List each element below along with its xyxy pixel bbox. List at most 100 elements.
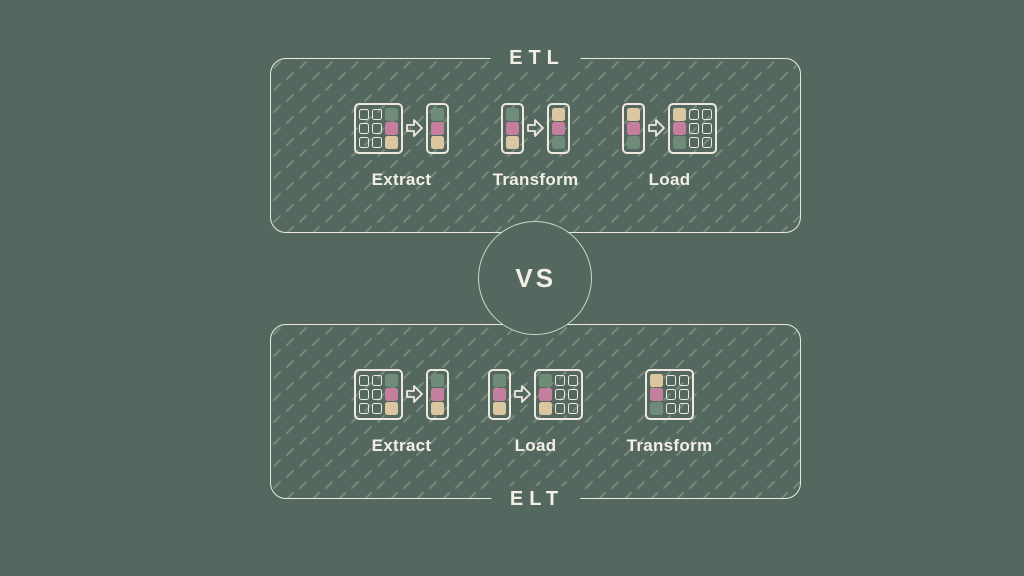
empty-cell	[372, 122, 382, 134]
data-cell-green	[673, 135, 686, 149]
elt-panel-title: ELT	[490, 486, 581, 512]
empty-cell	[568, 402, 578, 414]
data-cell-pink	[493, 387, 506, 401]
table-icon	[534, 368, 583, 420]
filled-cells	[506, 107, 519, 149]
empty-cell	[679, 402, 689, 414]
data-cell-tan	[385, 401, 398, 415]
data-cell-tan	[385, 135, 398, 149]
data-cell-tan	[431, 135, 444, 149]
empty-cell	[555, 402, 565, 414]
column-icon	[547, 102, 570, 154]
table-icon	[354, 368, 403, 420]
empty-cell	[568, 374, 578, 386]
data-cell-green	[431, 373, 444, 387]
data-cell-green	[506, 107, 519, 121]
table-icon	[668, 102, 717, 154]
data-cell-pink	[431, 387, 444, 401]
stage-label: Extract	[371, 436, 432, 455]
etl-panel-title: ETL	[490, 45, 581, 71]
column-icon	[622, 102, 645, 154]
empty-cell	[372, 388, 382, 400]
empty-cell	[372, 108, 382, 120]
data-cell-pink	[431, 121, 444, 135]
empty-cell	[679, 374, 689, 386]
empty-cells	[689, 108, 712, 148]
empty-cell	[359, 136, 369, 148]
filled-cells	[385, 107, 398, 149]
empty-cell	[702, 108, 712, 120]
data-cell-pink	[385, 387, 398, 401]
vs-circle: VS	[478, 221, 592, 335]
empty-cell	[568, 388, 578, 400]
empty-cell	[359, 108, 369, 120]
empty-cell	[372, 374, 382, 386]
data-cell-pink	[627, 121, 640, 135]
filled-cells	[539, 373, 552, 415]
data-cell-pink	[673, 121, 686, 135]
stage-label: Load	[514, 436, 557, 455]
data-cell-green	[539, 373, 552, 387]
data-cell-green	[493, 373, 506, 387]
table-icon	[354, 102, 403, 154]
elt-stations: Extract Load Transform	[271, 325, 800, 498]
column-icon	[426, 368, 449, 420]
data-cell-tan	[493, 401, 506, 415]
data-cell-green	[627, 135, 640, 149]
data-cell-pink	[539, 387, 552, 401]
filled-cells	[493, 373, 506, 415]
data-cell-pink	[506, 121, 519, 135]
arrow-right-icon	[406, 383, 423, 405]
data-cell-pink	[650, 387, 663, 401]
transform-icon	[645, 367, 694, 421]
empty-cell	[702, 122, 712, 134]
empty-cell	[359, 374, 369, 386]
stage-transform: Transform	[603, 367, 737, 456]
empty-cells	[555, 374, 578, 414]
filled-cells	[385, 373, 398, 415]
data-cell-green	[650, 401, 663, 415]
column-icon	[488, 368, 511, 420]
extract-icon	[354, 101, 449, 155]
empty-cell	[689, 122, 699, 134]
empty-cell	[359, 402, 369, 414]
empty-cell	[666, 388, 676, 400]
empty-cell	[372, 402, 382, 414]
stage-load: Load	[603, 101, 737, 190]
arrow-right-icon	[648, 117, 665, 139]
extract-icon	[354, 367, 449, 421]
empty-cell	[689, 136, 699, 148]
elt-panel: Extract Load Transform ELT	[270, 324, 801, 512]
stage-label: Transform	[626, 436, 713, 455]
data-cell-green	[385, 373, 398, 387]
data-cell-green	[552, 135, 565, 149]
stage-label: Extract	[371, 170, 432, 189]
filled-cells	[431, 373, 444, 415]
empty-cells	[359, 374, 382, 414]
stage-label: Load	[648, 170, 691, 189]
data-cell-tan	[539, 401, 552, 415]
empty-cells	[359, 108, 382, 148]
empty-cell	[689, 108, 699, 120]
data-cell-green	[431, 107, 444, 121]
vs-label: VS	[515, 262, 557, 293]
stage-transform: Transform	[469, 101, 603, 190]
arrow-right-icon	[406, 117, 423, 139]
empty-cell	[666, 402, 676, 414]
empty-cell	[359, 122, 369, 134]
data-cell-green	[385, 107, 398, 121]
data-cell-tan	[650, 373, 663, 387]
load-icon	[622, 101, 717, 155]
transform-icon	[501, 101, 570, 155]
arrow-right-icon	[514, 383, 531, 405]
data-cell-tan	[552, 107, 565, 121]
data-cell-pink	[385, 121, 398, 135]
empty-cell	[702, 136, 712, 148]
column-icon	[426, 102, 449, 154]
empty-cell	[359, 388, 369, 400]
filled-cells	[650, 373, 663, 415]
filled-cells	[552, 107, 565, 149]
